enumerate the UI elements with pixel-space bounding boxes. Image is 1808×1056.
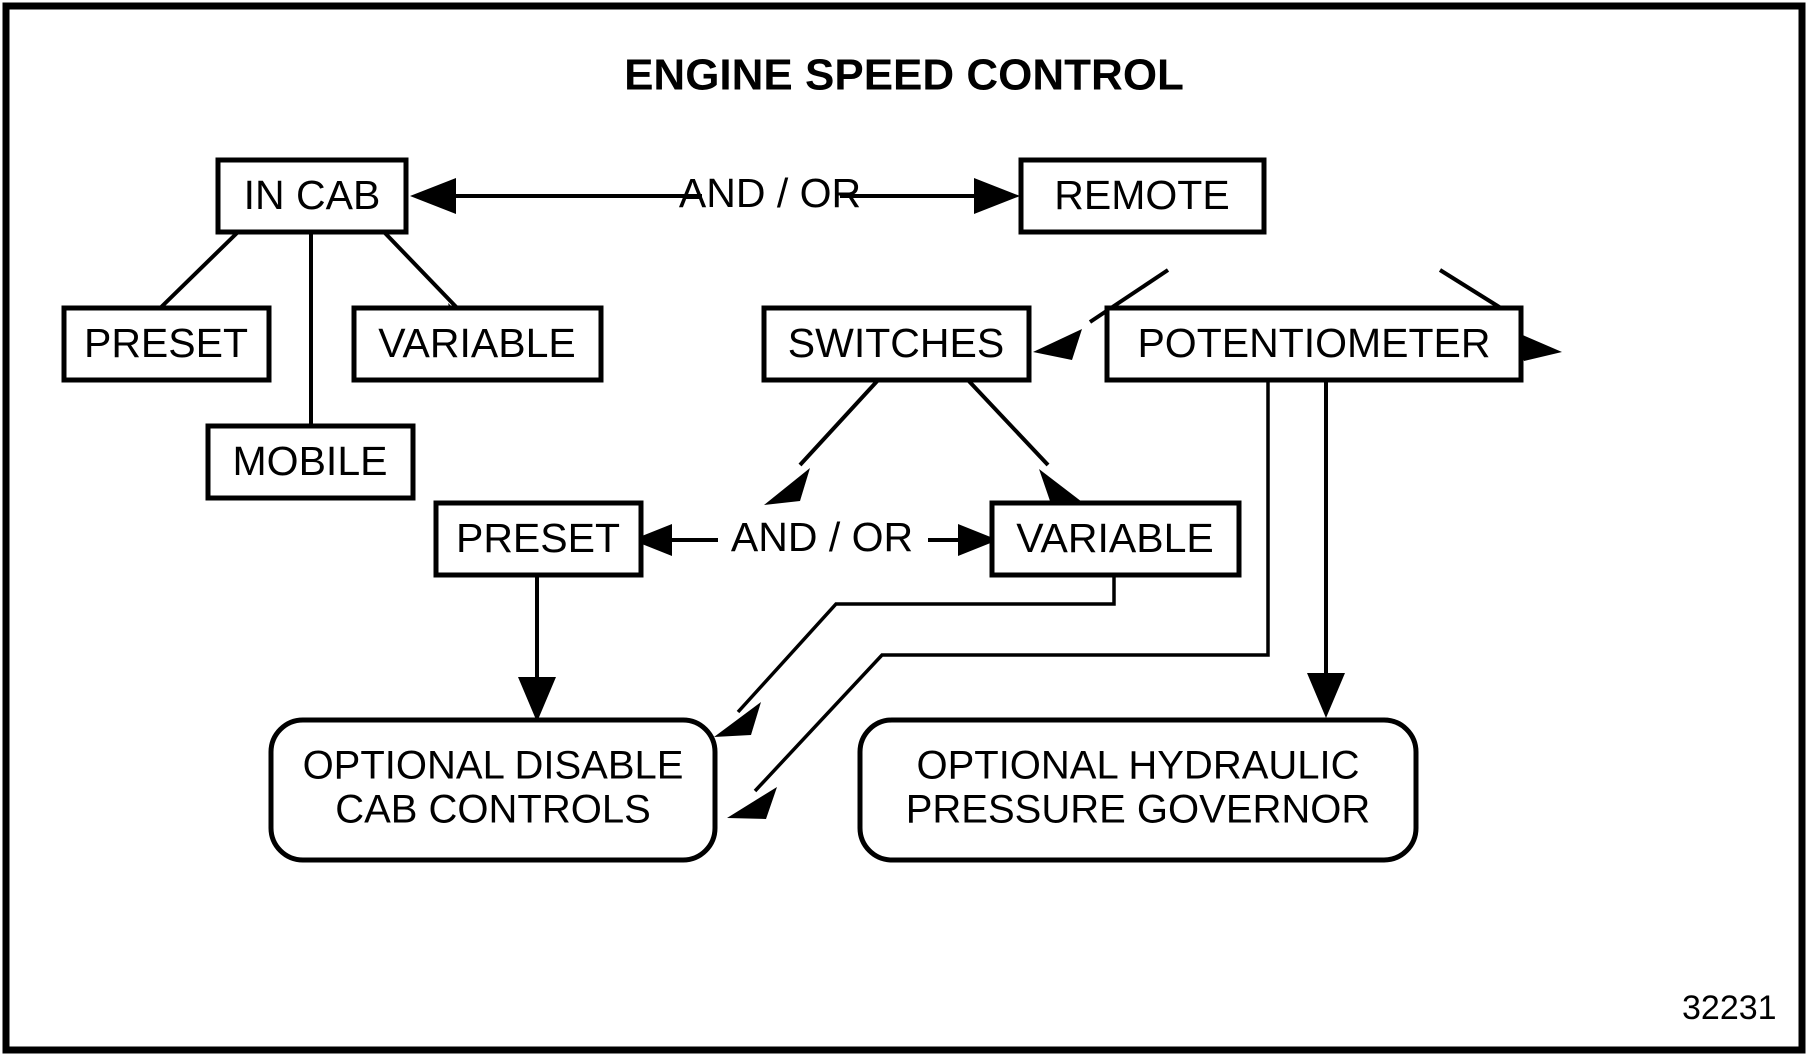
- node-optional-disable-box: [268, 717, 718, 863]
- edge-potentiometer-optional-disable: [753, 378, 1270, 793]
- node-optional-hydraulic-label-line2: PRESSURE GOVERNOR: [906, 788, 1371, 832]
- arrow-head-to-optional-hydraulic: [1307, 673, 1345, 718]
- node-mobile-box: [205, 423, 416, 501]
- arrow-head-to-potentiometer: [1511, 330, 1562, 361]
- node-switches[interactable]: SWITCHES: [761, 305, 1032, 383]
- arrow-head-to-optional-disable-right: [727, 787, 777, 819]
- arrow-head-to-remote: [974, 178, 1020, 214]
- node-remote-box: [1018, 157, 1267, 235]
- edge-variable-optional-disable: [736, 573, 1116, 714]
- edge-remote-switches: [1088, 268, 1170, 324]
- edge-incab-preset: [148, 230, 240, 320]
- node-remote-label: REMOTE: [1054, 172, 1229, 218]
- node-remote[interactable]: REMOTE: [1018, 157, 1267, 235]
- node-variable-remote[interactable]: VARIABLE: [989, 500, 1242, 578]
- edge-incab-variable: [382, 230, 463, 314]
- arrow-head-to-incab: [410, 178, 456, 214]
- node-in-cab-box: [215, 157, 409, 235]
- node-potentiometer-box: [1104, 305, 1524, 383]
- node-preset-cab-label: PRESET: [84, 320, 248, 366]
- node-optional-disable-label-line2: CAB CONTROLS: [335, 788, 651, 832]
- arrow-head-to-variable-mid: [958, 524, 998, 556]
- page-title: ENGINE SPEED CONTROL: [624, 51, 1184, 100]
- connector-label-mid-and-or: AND / OR: [731, 514, 913, 560]
- arrow-head-to-optional-disable-top: [518, 677, 556, 722]
- edge-switches-preset: [798, 376, 882, 467]
- node-optional-hydraulic-label-line1: OPTIONAL HYDRAULIC: [916, 744, 1359, 788]
- node-variable-cab-label: VARIABLE: [378, 320, 576, 366]
- node-mobile-label: MOBILE: [233, 438, 388, 484]
- node-variable-remote-label: VARIABLE: [1016, 515, 1214, 561]
- arrow-head-to-switches: [1033, 329, 1082, 360]
- connector-label-top-and-or: AND / OR: [679, 170, 861, 216]
- node-switches-box: [761, 305, 1032, 383]
- node-mobile[interactable]: MOBILE: [205, 423, 416, 501]
- figure-number: 32231: [1682, 989, 1777, 1027]
- node-preset-remote-label: PRESET: [456, 515, 620, 561]
- arrow-head-to-variable-remote: [1039, 469, 1086, 505]
- node-preset-cab-box: [61, 305, 272, 383]
- arrow-head-to-preset-mid: [632, 524, 672, 556]
- arrow-head-to-optional-disable-corner: [714, 702, 761, 737]
- arrow-head-to-preset-remote: [764, 468, 810, 505]
- node-optional-hydraulic-box: [857, 717, 1419, 863]
- node-optional-hydraulic-pressure-governor[interactable]: OPTIONAL HYDRAULIC PRESSURE GOVERNOR: [857, 717, 1419, 863]
- node-optional-disable-label-line1: OPTIONAL DISABLE: [303, 744, 684, 788]
- node-switches-label: SWITCHES: [788, 320, 1004, 366]
- node-variable-remote-box: [989, 500, 1242, 578]
- edge-switches-variable: [964, 376, 1050, 467]
- node-potentiometer-label: POTENTIOMETER: [1137, 320, 1490, 366]
- node-variable-cab-box: [351, 305, 604, 383]
- node-preset-cab[interactable]: PRESET: [61, 305, 272, 383]
- node-optional-disable-cab-controls[interactable]: OPTIONAL DISABLE CAB CONTROLS: [268, 717, 718, 863]
- node-preset-remote[interactable]: PRESET: [433, 500, 644, 578]
- node-potentiometer[interactable]: POTENTIOMETER: [1104, 305, 1524, 383]
- node-preset-remote-box: [433, 500, 644, 578]
- node-in-cab-label: IN CAB: [244, 172, 381, 218]
- node-variable-cab[interactable]: VARIABLE: [351, 305, 604, 383]
- node-in-cab[interactable]: IN CAB: [215, 157, 409, 235]
